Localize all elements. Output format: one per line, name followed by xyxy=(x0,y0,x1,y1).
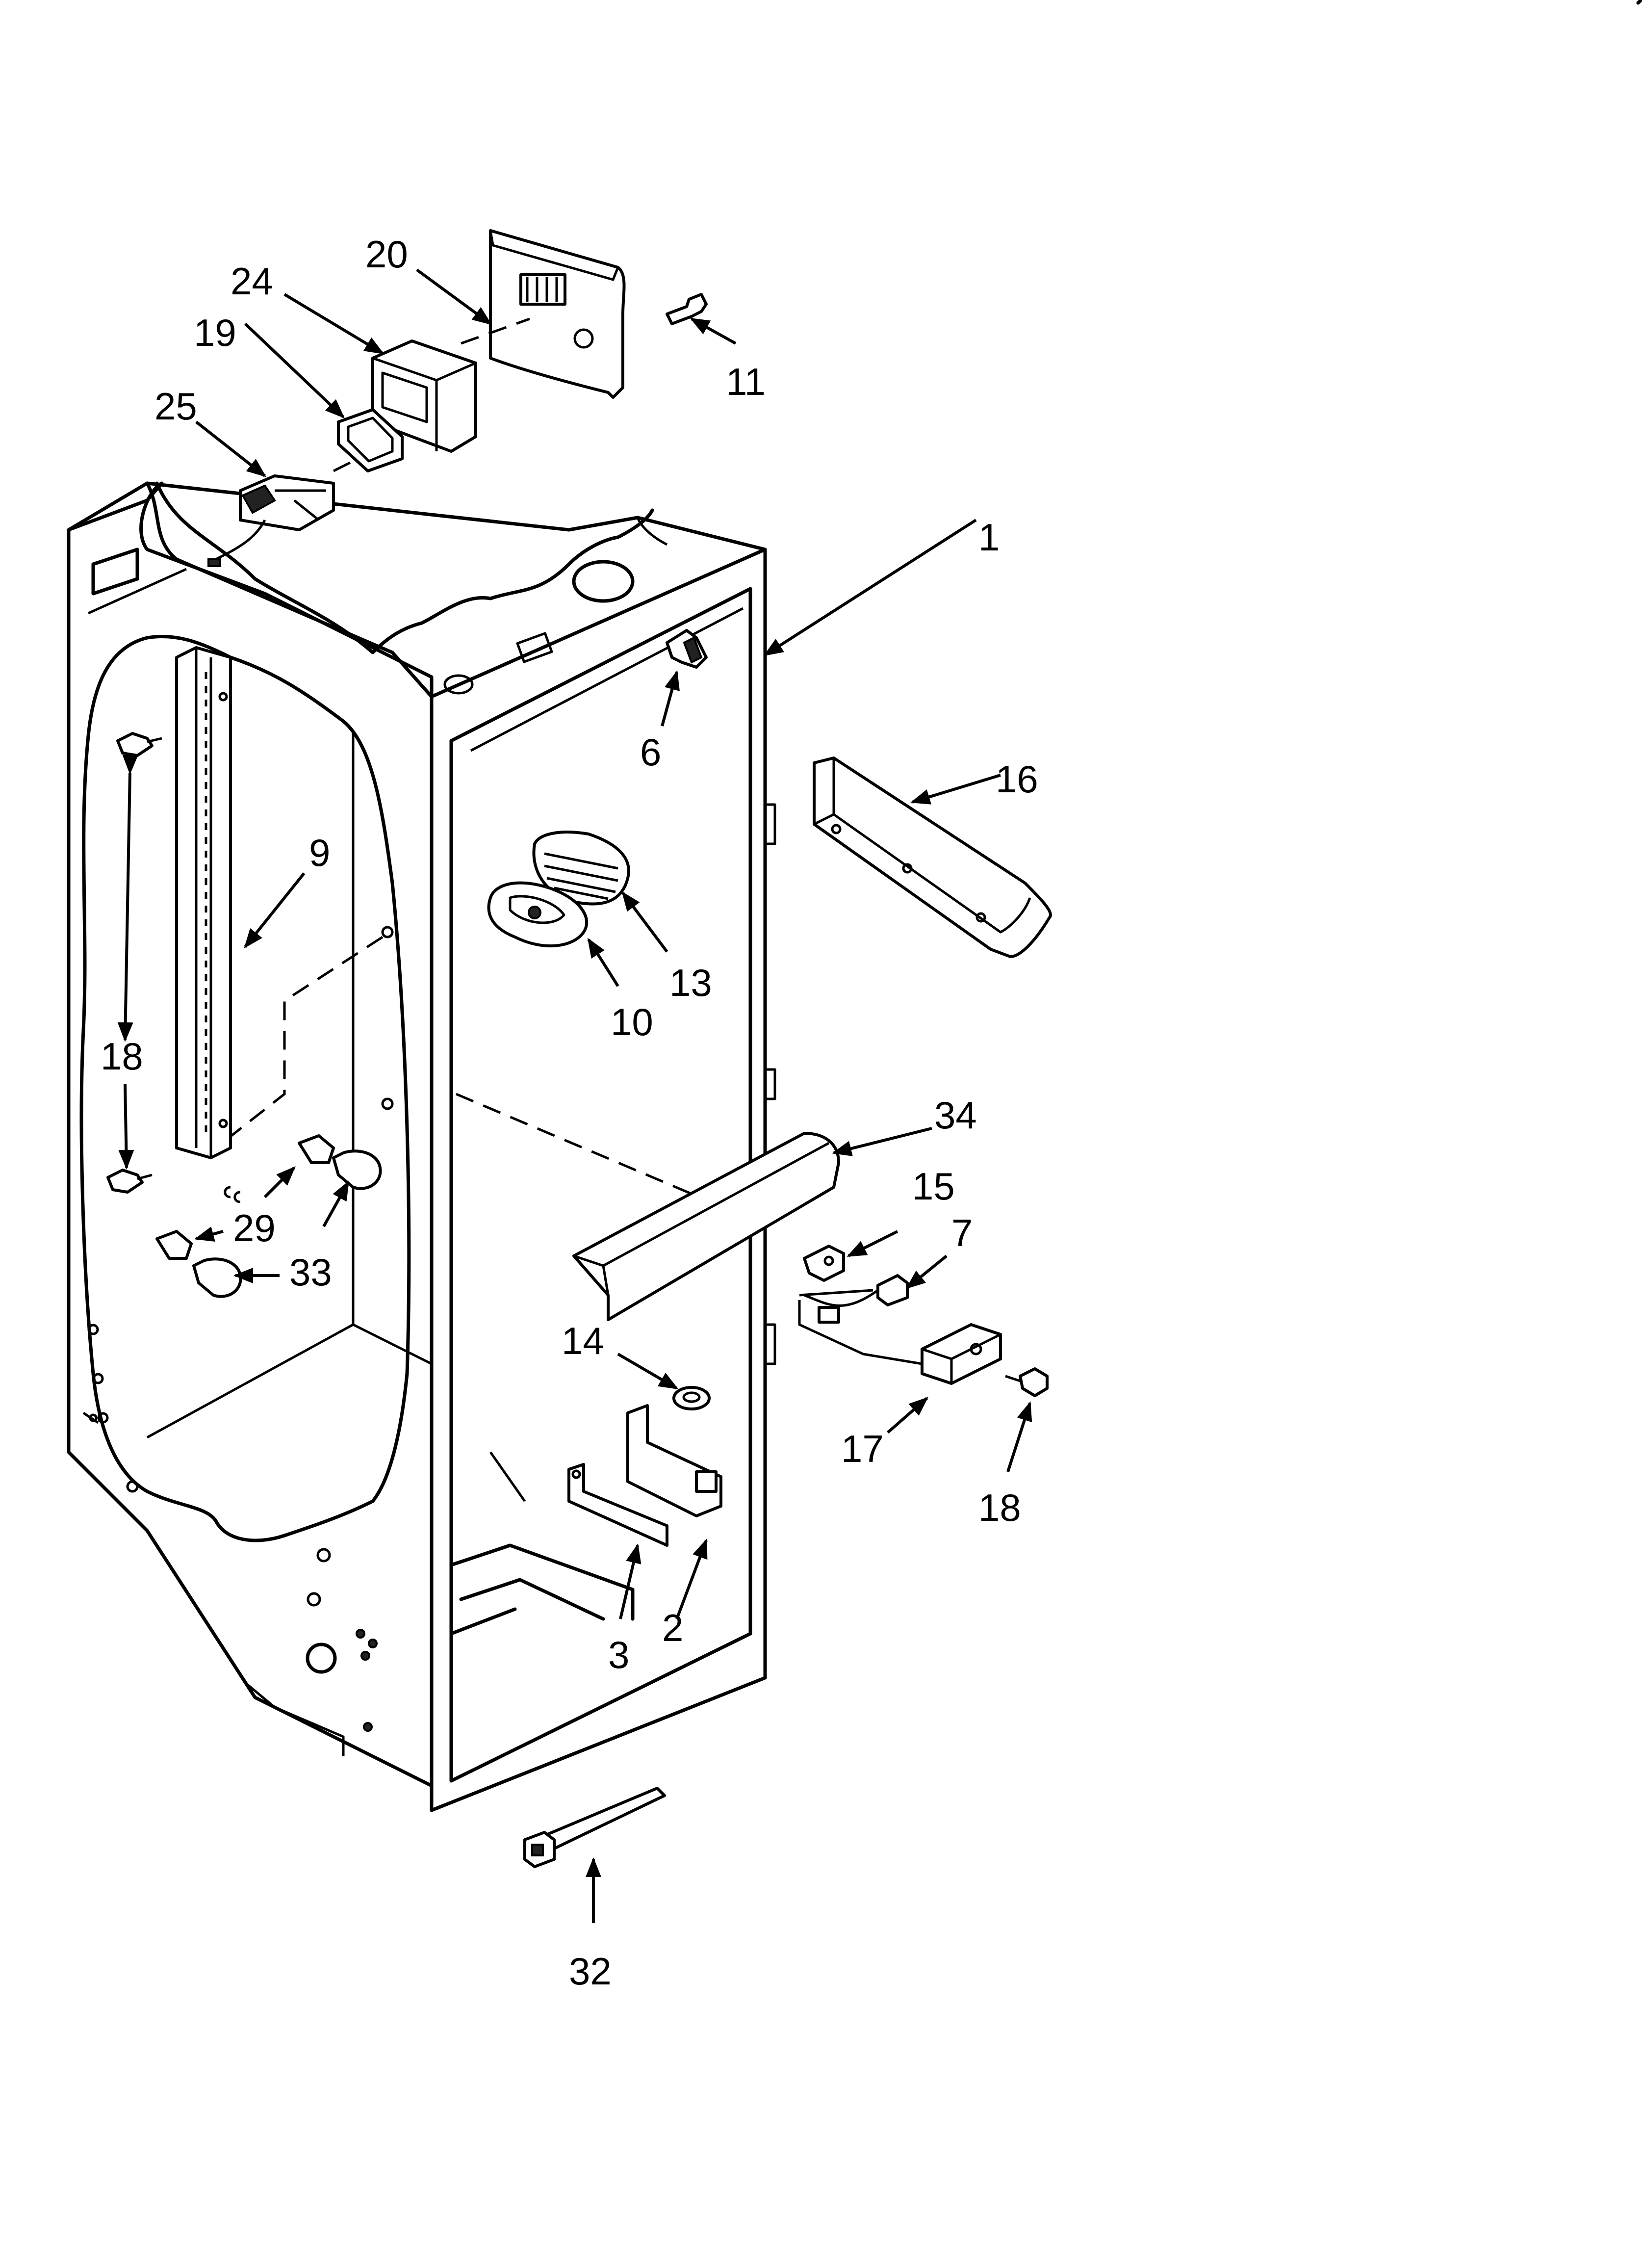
leader-lines xyxy=(117,268,1032,1923)
callout-11: 11 xyxy=(726,360,766,403)
part-14-grommet xyxy=(672,1386,711,1410)
part-11-screw xyxy=(666,293,708,325)
callout-33: 33 xyxy=(289,1251,332,1294)
part-6-clip xyxy=(666,629,708,669)
part-2-bracket xyxy=(626,1404,722,1517)
callout-20: 20 xyxy=(365,233,408,276)
part-25-switch xyxy=(207,474,335,567)
part-3-bracket xyxy=(567,1463,668,1547)
part-15-bracket xyxy=(803,1245,845,1282)
part-9-shelf-ladder xyxy=(175,646,232,1159)
part-17-control xyxy=(798,1300,1002,1385)
part-24-housing xyxy=(333,339,477,472)
part-32-cable-tie xyxy=(523,1787,666,1868)
callout-24: 24 xyxy=(231,260,273,303)
part-33-bulb xyxy=(192,1149,382,1298)
part-18-screw-top xyxy=(116,732,162,757)
callout-labels: 1 2 3 6 7 9 10 11 13 14 15 16 17 18 18 1… xyxy=(101,233,1038,1993)
callout-1: 1 xyxy=(978,516,1000,559)
callout-10: 10 xyxy=(611,1000,653,1043)
callout-9: 9 xyxy=(309,831,330,874)
part-18-screw-bottom xyxy=(106,1169,153,1194)
callout-15: 15 xyxy=(912,1165,955,1208)
part-19-gasket xyxy=(337,408,404,472)
callout-18-right: 18 xyxy=(978,1486,1021,1529)
part-7-switch xyxy=(799,1274,909,1324)
callout-6: 6 xyxy=(640,730,661,774)
callout-32: 32 xyxy=(569,1950,612,1993)
callout-25: 25 xyxy=(154,385,197,428)
callout-14: 14 xyxy=(562,1319,604,1362)
callout-18-left: 18 xyxy=(101,1035,143,1078)
callout-34: 34 xyxy=(934,1094,977,1137)
part-18-screw-right xyxy=(1005,1367,1049,1397)
callout-13: 13 xyxy=(669,961,712,1004)
part-20-control-housing xyxy=(461,229,626,399)
callout-16: 16 xyxy=(996,757,1038,801)
callout-3: 3 xyxy=(608,1633,629,1676)
callout-2: 2 xyxy=(662,1606,683,1649)
part-10-light-shield xyxy=(487,881,589,948)
callout-29: 29 xyxy=(233,1206,276,1250)
callout-17: 17 xyxy=(841,1427,884,1470)
cabinet-liner xyxy=(67,481,776,1812)
part-16-channel xyxy=(813,756,1052,958)
callout-19: 19 xyxy=(194,311,236,354)
part-34-cover xyxy=(572,1132,840,1321)
callout-7: 7 xyxy=(951,1211,973,1254)
part-29-socket xyxy=(155,1134,335,1260)
